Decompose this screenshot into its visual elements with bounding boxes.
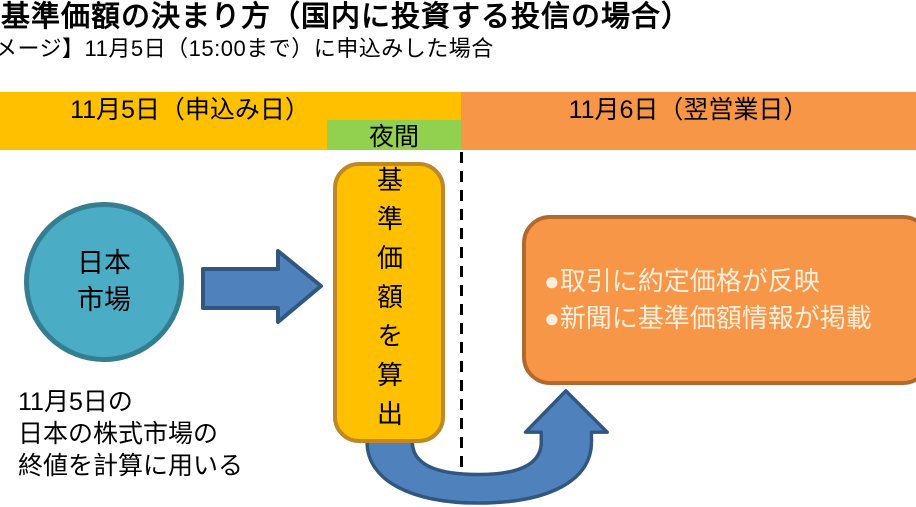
calc-box-label: 基準価額を算出 xyxy=(373,166,404,439)
market-circle-line2: 市場 xyxy=(77,285,131,315)
timeline-day2-label: 11月6日（翌営業日） xyxy=(568,96,809,124)
note-line-2: 日本の株式市場の xyxy=(18,420,219,448)
day-boundary-dashed-line xyxy=(460,152,463,470)
result-bullet-1: ●取引に約定価格が反映 xyxy=(544,266,820,296)
timeline-day2-bar: 11月6日（翌営業日） xyxy=(461,92,916,150)
page-title: 基準価額の決まり方（国内に投資する投信の場合） xyxy=(1,1,692,33)
result-bullet-2: ●新聞に基準価額情報が掲載 xyxy=(544,303,872,333)
market-circle-line1: 日本 xyxy=(77,248,131,278)
note-line-1: 11月5日の xyxy=(18,388,133,416)
timeline-day1-label: 11月5日（申込み日） xyxy=(70,96,310,124)
calc-box: 基準価額を算出 xyxy=(333,162,445,443)
subtitle: メージ】11月5日（15:00まで）に申込みした場合 xyxy=(0,36,494,61)
closing-price-note: 11月5日の 日本の株式市場の 終値を計算に用いる xyxy=(18,386,243,482)
night-badge: 夜間 xyxy=(327,120,461,151)
night-label: 夜間 xyxy=(368,123,419,151)
japan-market-circle: 日本 市場 xyxy=(24,202,184,362)
note-line-3: 終値を計算に用いる xyxy=(18,452,244,480)
u-turn-arrow-icon xyxy=(365,389,609,505)
right-arrow-icon xyxy=(201,249,323,324)
result-box: ●取引に約定価格が反映 ●新聞に基準価額情報が掲載 xyxy=(522,215,916,385)
